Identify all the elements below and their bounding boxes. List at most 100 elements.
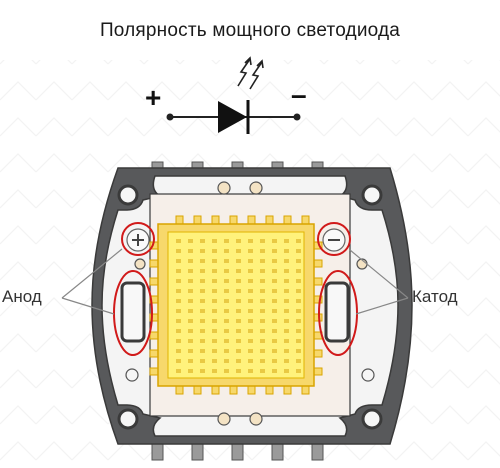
led-chip-dot bbox=[212, 339, 217, 343]
led-chip-dot bbox=[260, 239, 265, 243]
led-chip-dot bbox=[260, 309, 265, 313]
led-chip-dot bbox=[200, 319, 205, 323]
led-chip-dot bbox=[272, 299, 277, 303]
led-chip-dot bbox=[212, 239, 217, 243]
led-chip-dot bbox=[236, 369, 241, 373]
led-chip-dot bbox=[272, 259, 277, 263]
led-chip-dot bbox=[284, 319, 289, 323]
led-chip-dot bbox=[272, 339, 277, 343]
led-chip-dot bbox=[200, 299, 205, 303]
led-chip-dot bbox=[272, 249, 277, 253]
led-chip-dots bbox=[176, 239, 301, 373]
led-chip-dot bbox=[296, 289, 301, 293]
led-chip-dot bbox=[248, 249, 253, 253]
led-chip-dot bbox=[296, 239, 301, 243]
led-chip-dot bbox=[212, 279, 217, 283]
led-chip-dot bbox=[176, 369, 181, 373]
led-chip-dot bbox=[296, 269, 301, 273]
led-chip-dot bbox=[212, 249, 217, 253]
diode-symbol-icon bbox=[166, 100, 301, 134]
led-chip-dot bbox=[200, 289, 205, 293]
led-chip-dot bbox=[236, 299, 241, 303]
led-chip-dot bbox=[212, 269, 217, 273]
led-chip-dot bbox=[284, 309, 289, 313]
led-chip-dot bbox=[296, 299, 301, 303]
led-chip-dot bbox=[236, 349, 241, 353]
led-chip-dot bbox=[236, 329, 241, 333]
led-chip-dot bbox=[176, 349, 181, 353]
led-chip-dot bbox=[272, 289, 277, 293]
diagram-title: Полярность мощного светодиода bbox=[99, 20, 401, 41]
led-chip-dot bbox=[260, 369, 265, 373]
led-chip-dot bbox=[284, 369, 289, 373]
led-chip-dot bbox=[224, 359, 229, 363]
led-chip-dot bbox=[224, 259, 229, 263]
minus-terminal-sign: – bbox=[291, 79, 307, 110]
led-chip-dot bbox=[212, 259, 217, 263]
led-chip-dot bbox=[224, 349, 229, 353]
led-chip-dot bbox=[176, 239, 181, 243]
contact-pads bbox=[125, 181, 375, 426]
plus-circle-icon bbox=[126, 228, 150, 252]
led-chip-dot bbox=[188, 369, 193, 373]
led-chip-dot bbox=[176, 279, 181, 283]
led-chip-dot bbox=[248, 319, 253, 323]
led-chip-dot bbox=[236, 339, 241, 343]
led-chip-dot bbox=[224, 329, 229, 333]
led-chip-dot bbox=[248, 369, 253, 373]
cathode-label: Катод bbox=[412, 287, 458, 306]
led-chip-dot bbox=[260, 279, 265, 283]
led-chip-dot bbox=[176, 289, 181, 293]
led-chip-dot bbox=[224, 269, 229, 273]
led-chip-dot bbox=[260, 339, 265, 343]
light-arrows-icon bbox=[237, 56, 264, 90]
led-chip-dot bbox=[176, 319, 181, 323]
led-chip-dot bbox=[212, 309, 217, 313]
led-chip-dot bbox=[176, 339, 181, 343]
led-chip-dot bbox=[200, 259, 205, 263]
led-chip-dot bbox=[188, 319, 193, 323]
led-chip-dot bbox=[176, 359, 181, 363]
led-chip-dot bbox=[224, 299, 229, 303]
led-chip-dot bbox=[224, 319, 229, 323]
mounting-holes bbox=[117, 184, 383, 430]
led-chip-dot bbox=[260, 349, 265, 353]
led-chip-dot bbox=[260, 249, 265, 253]
led-chip-dot bbox=[272, 269, 277, 273]
led-chip-dot bbox=[248, 349, 253, 353]
anode-slot bbox=[120, 281, 146, 343]
led-chip-dot bbox=[224, 339, 229, 343]
led-chip-dot bbox=[236, 309, 241, 313]
led-chip-dot bbox=[248, 299, 253, 303]
led-chip-dot bbox=[200, 349, 205, 353]
led-chip-dot bbox=[272, 329, 277, 333]
led-chip-dot bbox=[236, 319, 241, 323]
led-chip-dot bbox=[200, 239, 205, 243]
led-chip-dot bbox=[284, 259, 289, 263]
led-chip-dot bbox=[200, 269, 205, 273]
led-chip-dot bbox=[296, 369, 301, 373]
led-chip-dot bbox=[296, 259, 301, 263]
led-matrix bbox=[167, 231, 305, 379]
led-chip-dot bbox=[296, 359, 301, 363]
led-chip-dot bbox=[236, 259, 241, 263]
led-chip-dot bbox=[296, 349, 301, 353]
led-chip-dot bbox=[272, 319, 277, 323]
led-chip-dot bbox=[284, 359, 289, 363]
led-chip-dot bbox=[260, 329, 265, 333]
led-chip-dot bbox=[176, 259, 181, 263]
led-chip-dot bbox=[248, 309, 253, 313]
led-chip-dot bbox=[284, 279, 289, 283]
led-chip-dot bbox=[260, 259, 265, 263]
led-chip-dot bbox=[248, 279, 253, 283]
led-chip-dot bbox=[176, 329, 181, 333]
led-chip-dot bbox=[248, 239, 253, 243]
led-chip-dot bbox=[176, 269, 181, 273]
led-chip-dot bbox=[212, 299, 217, 303]
anode-label: Анод bbox=[2, 287, 42, 306]
led-chip-dot bbox=[224, 369, 229, 373]
led-chip-dot bbox=[296, 329, 301, 333]
led-chip-dot bbox=[284, 339, 289, 343]
